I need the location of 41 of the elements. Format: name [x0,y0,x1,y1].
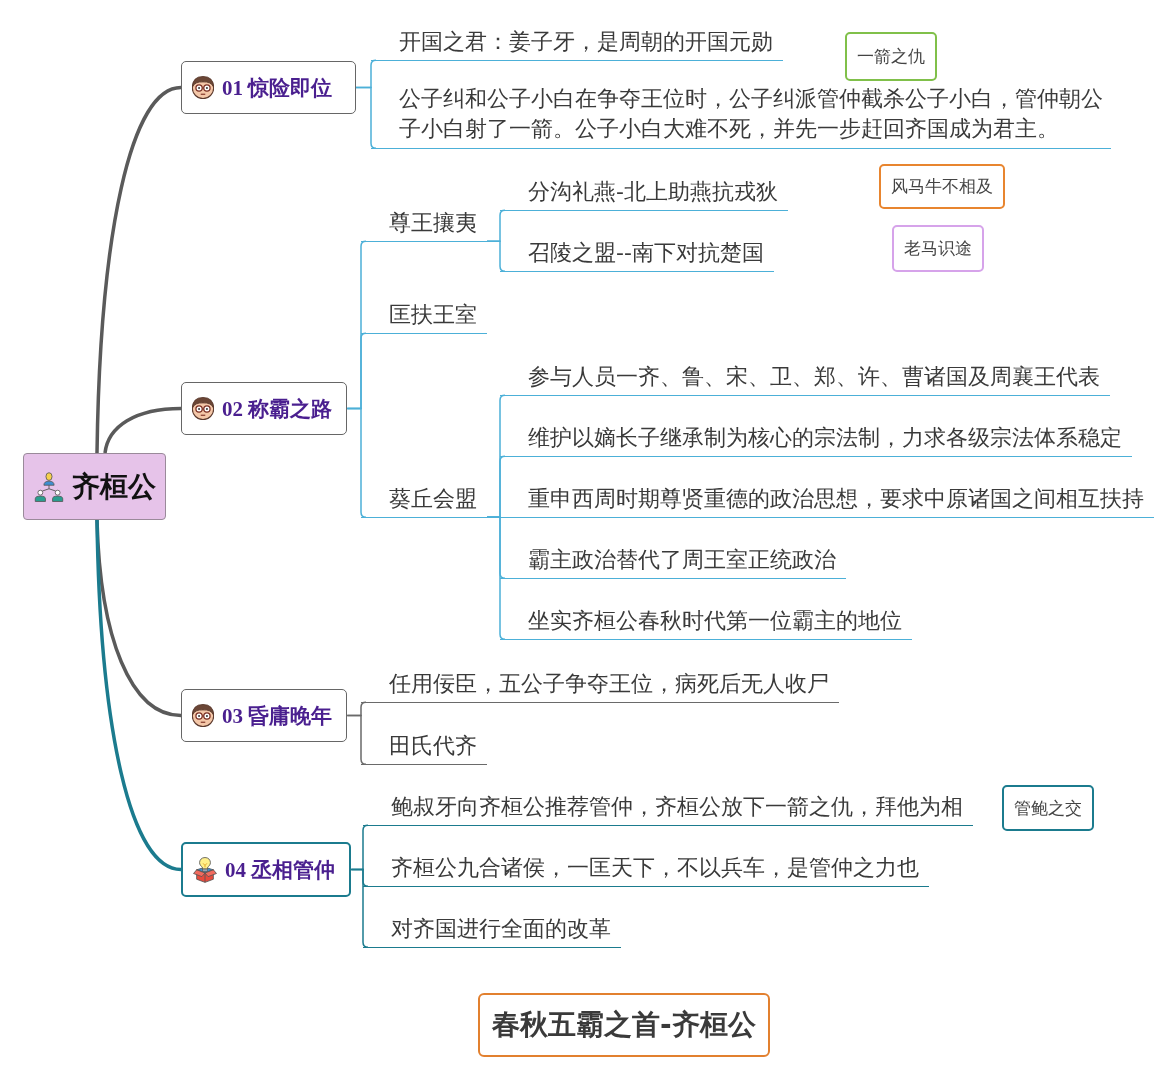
subtopic-text: 任用佞臣，五公子争夺王位，病死后无人收尸 [361,670,839,703]
topic-label: 齐桓公 [72,468,156,505]
subtopic-text: 分沟礼燕-北上助燕抗戎狄 [500,178,788,211]
subtopic-text: 开国之君：姜子牙，是周朝的开国元勋 [371,28,783,61]
topic-label: 01 惊险即位 [222,74,333,102]
connector-line [350,868,369,948]
floating-topic-box: 管鲍之交 [1002,785,1094,831]
title-box: 春秋五霸之首-齐桓公 [478,993,770,1057]
topic-label: 02 称霸之路 [222,395,333,423]
subtopic-text: 尊王攘夷 [361,209,487,242]
subtopic-text: 公子纠和公子小白在争夺王位时，公子纠派管仲截杀公子小白，管仲朝公子小白射了一箭。公子小白大难不死，并先一步赶回齐国成为君主。 [371,84,1111,149]
connector-line [486,240,506,272]
subtopic-text: 鲍叔牙向齐桓公推荐管仲，齐桓公放下一箭之仇，拜他为相 [363,793,973,826]
subtopic-text: 重申西周时期尊贤重德的政治思想，要求中原诸国之间相互扶持 [500,485,1154,518]
main-topic-box [181,689,348,742]
main-topic-box [181,61,356,114]
main-topic-box [181,842,352,897]
floating-topic-box: 老马识途 [892,225,984,272]
connector-line [355,86,377,149]
branch-curve [103,406,182,454]
subtopic-text: 召陵之盟--南下对抗楚国 [500,239,774,272]
subtopic-text: 坐实齐桓公春秋时代第一位霸主的地位 [500,607,912,640]
central-topic-box [23,453,166,520]
floating-topic-box: 一箭之仇 [845,32,937,81]
subtopic-text: 田氏代齐 [361,732,487,765]
branch-curve [95,519,182,872]
subtopic-text: 匡扶王室 [361,301,487,334]
topic-label: 03 昏庸晚年 [222,702,333,730]
subtopic-text: 葵丘会盟 [361,485,487,518]
subtopic-text: 齐桓公九合诸侯，一匡天下，不以兵车，是管仲之力也 [363,854,929,887]
main-topic-box [181,382,348,435]
subtopic-text: 霸主政治替代了周王室正统政治 [500,546,846,579]
subtopic-text: 对齐国进行全面的改革 [363,915,621,948]
connector-line [486,516,506,640]
branch-curve [95,85,182,454]
connector-line [346,714,367,765]
subtopic-text: 维护以嫡长子继承制为核心的宗法制，力求各级宗法体系稳定 [500,424,1132,457]
floating-topic-box: 风马牛不相及 [879,164,1005,209]
topic-label: 04 丞相管仲 [225,856,336,884]
subtopic-text: 参与人员一齐、鲁、宋、卫、郑、许、曹诸国及周襄王代表 [500,363,1110,396]
connector-line [346,407,367,518]
